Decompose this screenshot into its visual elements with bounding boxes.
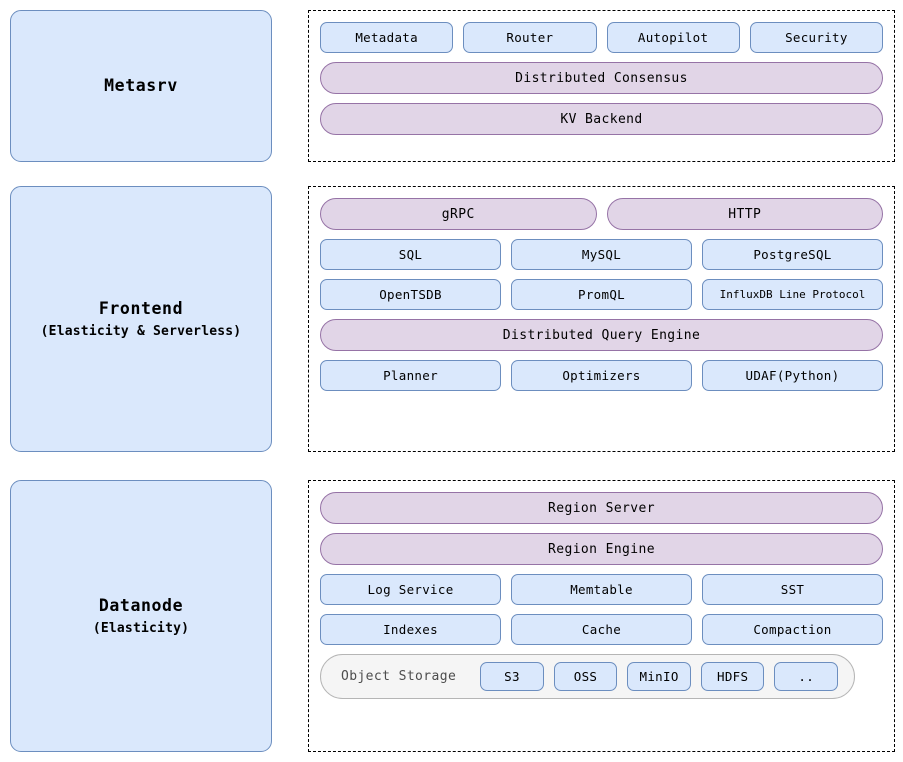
component-title: Datanode (98, 595, 184, 615)
storage-backend-hdfs[interactable]: HDFS (700, 662, 765, 691)
metasrv-modules-row: Metadata Router Autopilot Security (320, 22, 883, 53)
frontend-protocols-row-1: SQL MySQL PostgreSQL (320, 239, 883, 270)
datanode-region-server-row: Region Server (320, 492, 883, 524)
pill-region-server[interactable]: Region Server (320, 492, 883, 524)
component-title: Frontend (98, 298, 184, 318)
pill-distributed-consensus[interactable]: Distributed Consensus (320, 62, 883, 94)
frontend-detail-container: gRPC HTTP SQL MySQL PostgreSQL OpenTSDB … (308, 186, 895, 452)
pill-http[interactable]: HTTP (606, 198, 883, 230)
metasrv-detail-container: Metadata Router Autopilot Security Distr… (308, 10, 895, 162)
module-udaf-python[interactable]: UDAF(Python) (702, 360, 883, 391)
object-storage-label: Object Storage (341, 669, 457, 684)
module-indexes[interactable]: Indexes (320, 614, 501, 645)
module-planner[interactable]: Planner (320, 360, 501, 391)
component-title: Metasrv (104, 75, 178, 95)
module-autopilot[interactable]: Autopilot (606, 22, 740, 53)
pill-distributed-query-engine[interactable]: Distributed Query Engine (320, 319, 883, 351)
component-panel-frontend[interactable]: Frontend (Elasticity & Serverless) (10, 186, 272, 452)
module-memtable[interactable]: Memtable (511, 574, 692, 605)
object-storage-container: Object Storage S3 OSS MinIO HDFS .. (320, 654, 855, 699)
metasrv-row: Metasrv Metadata Router Autopilot Securi… (0, 10, 903, 162)
storage-backend-more[interactable]: .. (774, 662, 838, 691)
storage-backend-s3[interactable]: S3 (480, 662, 544, 691)
module-compaction[interactable]: Compaction (702, 614, 883, 645)
module-mysql[interactable]: MySQL (511, 239, 692, 270)
frontend-protocol-pills-row: gRPC HTTP (320, 198, 883, 230)
frontend-query-engine-row: Distributed Query Engine (320, 319, 883, 351)
pill-kv-backend[interactable]: KV Backend (320, 103, 883, 135)
module-optimizers[interactable]: Optimizers (511, 360, 692, 391)
module-influxdb-line-protocol[interactable]: InfluxDB Line Protocol (702, 279, 883, 310)
datanode-detail-container: Region Server Region Engine Log Service … (308, 480, 895, 752)
pill-region-engine[interactable]: Region Engine (320, 533, 883, 565)
module-opentsdb[interactable]: OpenTSDB (320, 279, 501, 310)
datanode-row: Datanode (Elasticity) Region Server Regi… (0, 480, 903, 752)
metasrv-consensus-row: Distributed Consensus (320, 62, 883, 94)
module-cache[interactable]: Cache (511, 614, 692, 645)
module-log-service[interactable]: Log Service (320, 574, 501, 605)
datanode-modules-row-1: Log Service Memtable SST (320, 574, 883, 605)
module-promql[interactable]: PromQL (511, 279, 692, 310)
module-sst[interactable]: SST (702, 574, 883, 605)
datanode-modules-row-2: Indexes Cache Compaction (320, 614, 883, 645)
module-sql[interactable]: SQL (320, 239, 501, 270)
component-subtitle: (Elasticity & Serverless) (40, 323, 242, 339)
module-router[interactable]: Router (463, 22, 597, 53)
frontend-engine-modules-row: Planner Optimizers UDAF(Python) (320, 360, 883, 391)
storage-backend-oss[interactable]: OSS (553, 662, 618, 691)
metasrv-kv-row: KV Backend (320, 103, 883, 135)
datanode-region-engine-row: Region Engine (320, 533, 883, 565)
frontend-row: Frontend (Elasticity & Serverless) gRPC … (0, 186, 903, 452)
module-postgresql[interactable]: PostgreSQL (702, 239, 883, 270)
pill-grpc[interactable]: gRPC (320, 198, 597, 230)
module-security[interactable]: Security (749, 22, 883, 53)
module-metadata[interactable]: Metadata (320, 22, 454, 53)
component-panel-datanode[interactable]: Datanode (Elasticity) (10, 480, 272, 752)
storage-backend-minio[interactable]: MinIO (627, 662, 691, 691)
frontend-protocols-row-2: OpenTSDB PromQL InfluxDB Line Protocol (320, 279, 883, 310)
component-subtitle: (Elasticity) (92, 620, 190, 636)
component-panel-metasrv[interactable]: Metasrv (10, 10, 272, 162)
